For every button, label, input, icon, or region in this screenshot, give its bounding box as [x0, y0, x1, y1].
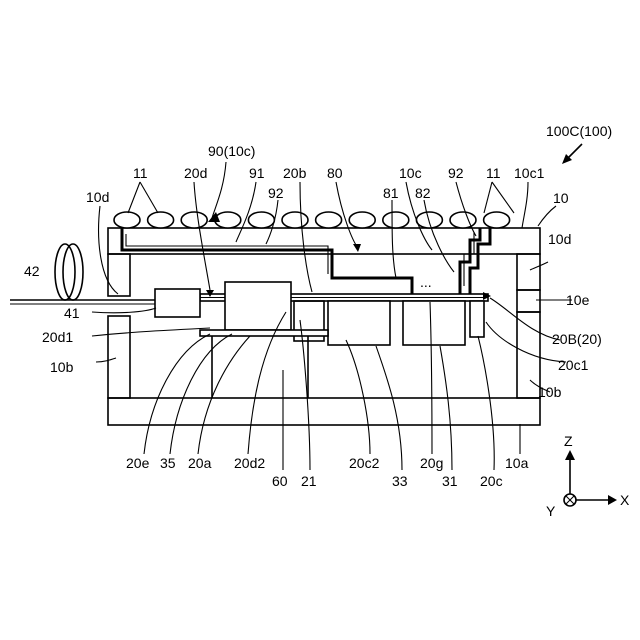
label-10b-right: 10b: [538, 384, 562, 400]
label-92-right: 92: [448, 165, 464, 181]
label-20a: 20a: [188, 455, 212, 471]
lens-11: [148, 212, 174, 228]
support-frame-20e: [200, 330, 328, 398]
lens-11: [181, 212, 207, 228]
lens-11: [484, 212, 510, 228]
label-21: 21: [301, 473, 317, 489]
label-20c2: 20c2: [349, 455, 380, 471]
label-20e: 20e: [126, 455, 150, 471]
label-20c: 20c: [480, 473, 503, 489]
component-31: [403, 301, 465, 345]
label-10e: 10e: [566, 292, 590, 308]
label-33: 33: [392, 473, 408, 489]
label-20b: 20b: [283, 165, 307, 181]
label-81: 81: [383, 185, 399, 201]
label-20d1: 20d1: [42, 329, 73, 345]
label-90: 90(10c): [208, 143, 255, 159]
lens-11: [450, 212, 476, 228]
label-10d-right: 10d: [548, 231, 571, 247]
axis-y-label: Y: [546, 503, 556, 519]
label-10b-left: 10b: [50, 359, 74, 375]
wiring-92: [460, 228, 490, 294]
label-10c: 10c: [399, 165, 422, 181]
label-20g: 20g: [420, 455, 443, 471]
label-20B: 20B(20): [552, 331, 602, 347]
connector-41: [155, 289, 200, 317]
lens-11: [282, 212, 308, 228]
axis-z-label: Z: [564, 433, 573, 449]
lens-11: [349, 212, 375, 228]
label-11-right: 11: [486, 165, 501, 181]
dots-label: ...: [420, 274, 432, 290]
lens-11: [383, 212, 409, 228]
label-10c1: 10c1: [514, 165, 545, 181]
label-41: 41: [64, 305, 80, 321]
left-wall-lower-10b: [108, 316, 130, 398]
lens-11: [416, 212, 442, 228]
reference-labels: 100C(100) 90(10c) 11 20d 91 20b 80 10c 9…: [24, 123, 612, 489]
label-20c1: 20c1: [558, 357, 589, 373]
lens-11: [248, 212, 274, 228]
label-31: 31: [442, 473, 458, 489]
label-11-left: 11: [133, 165, 148, 181]
label-92-left: 92: [268, 185, 284, 201]
component-33: [328, 301, 390, 345]
lens-11: [114, 212, 140, 228]
label-10: 10: [553, 190, 569, 206]
label-42: 42: [24, 263, 40, 279]
label-80: 80: [327, 165, 343, 181]
label-82: 82: [415, 185, 431, 201]
label-20d: 20d: [184, 165, 207, 181]
bottom-plate-10a: [108, 398, 540, 425]
label-10d-left: 10d: [86, 189, 109, 205]
label-20d2: 20d2: [234, 455, 265, 471]
label-91: 91: [249, 165, 265, 181]
left-wall-upper-10d: [108, 254, 130, 296]
lens-11: [316, 212, 342, 228]
label-35: 35: [160, 455, 176, 471]
lens-array-11: [114, 212, 510, 228]
right-wall-10e: [517, 290, 540, 312]
label-100C: 100C(100): [546, 123, 612, 139]
right-wall-upper-10d: [517, 254, 540, 290]
component-20a: [225, 282, 291, 330]
lens-element-20c: [470, 301, 484, 337]
coordinate-axes: Z X Y: [546, 433, 630, 519]
label-60: 60: [272, 473, 288, 489]
axis-x-label: X: [620, 492, 630, 508]
label-10a: 10a: [505, 455, 529, 471]
